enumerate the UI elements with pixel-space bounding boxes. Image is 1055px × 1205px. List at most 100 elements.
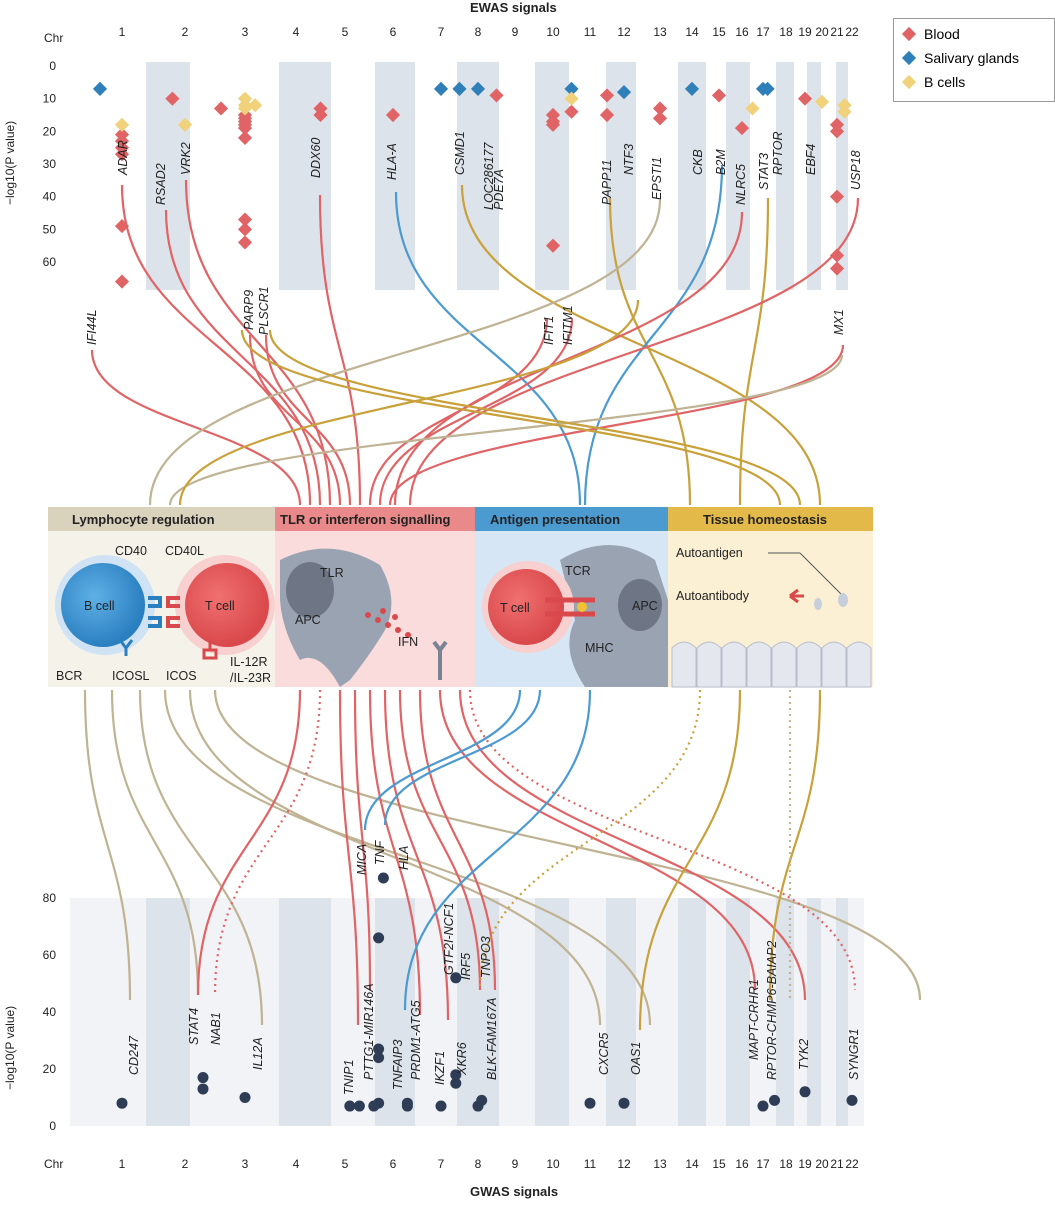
gwas-gene-TNFAIP3: TNFAIP3 bbox=[391, 1039, 405, 1090]
ewas-chr-tick-6: 6 bbox=[390, 25, 397, 39]
ewas-gene-RSAD2: RSAD2 bbox=[154, 163, 168, 205]
mhc-label: MHC bbox=[585, 641, 613, 655]
villus-6 bbox=[821, 641, 847, 688]
apc-nucleus bbox=[286, 562, 334, 618]
ewas-point-salivary-glands-1 bbox=[433, 81, 449, 96]
curve-top-8 bbox=[460, 184, 822, 506]
curve-bottom-12 bbox=[398, 689, 482, 991]
gwas-point-0 bbox=[116, 1097, 128, 1109]
gwas-gene-HLA: HLA bbox=[397, 846, 411, 870]
autoantigen-shape bbox=[838, 593, 848, 607]
ewas-chr-tick-9: 9 bbox=[512, 25, 519, 39]
gwas-gene-IRF5: IRF5 bbox=[459, 953, 473, 980]
gwas-band-chr14 bbox=[678, 898, 706, 1126]
ewas-gene-PAPP11: PAPP11 bbox=[600, 160, 614, 205]
gwas-point-14 bbox=[435, 1100, 447, 1112]
ewas-point-blood-16 bbox=[237, 235, 253, 250]
ewas-point-blood-23 bbox=[545, 117, 561, 132]
ewas-ytick-0: 0 bbox=[49, 59, 56, 73]
icos-label: ICOS bbox=[166, 669, 197, 683]
gwas-gene-TYK2: TYK2 bbox=[797, 1039, 811, 1070]
gwas-gene-GTF2I-NCF1: GTF2I-NCF1 bbox=[442, 903, 456, 975]
lymph-header-label: Lymphocyte regulation bbox=[72, 512, 215, 527]
tlr-label: TLR bbox=[320, 566, 344, 580]
chr-label-top: Chr bbox=[44, 31, 63, 45]
ylabel-bottom: −log10(P value) bbox=[3, 1006, 17, 1090]
ewas-chr-tick-19: 19 bbox=[798, 25, 812, 39]
gwas-point-9 bbox=[373, 1043, 385, 1055]
gwas-point-19 bbox=[476, 1094, 488, 1106]
ewas-ytick-20: 20 bbox=[43, 124, 57, 138]
gwas-band-chr12 bbox=[606, 898, 636, 1126]
curve-top-13 bbox=[583, 164, 724, 506]
gwas-chr-tick-14: 14 bbox=[685, 1157, 699, 1171]
t-cell bbox=[185, 563, 269, 647]
gwas-gene-BLK-FAM167A: BLK-FAM167A bbox=[485, 998, 499, 1080]
villus-7 bbox=[846, 641, 872, 688]
tissue-header-label: Tissue homeostasis bbox=[703, 512, 827, 527]
ewas-gene-NTF3: NTF3 bbox=[622, 144, 636, 175]
cd40-receptor bbox=[148, 596, 162, 628]
curve-bottom-13 bbox=[418, 689, 497, 991]
curve-top-16 bbox=[388, 344, 845, 506]
ewas-chr-tick-20: 20 bbox=[815, 25, 829, 39]
ewas-point-blood-14 bbox=[237, 212, 253, 227]
ewas-chr-tick-16: 16 bbox=[735, 25, 749, 39]
curve-bottom-22 bbox=[768, 689, 822, 1001]
gwas-point-2 bbox=[197, 1083, 209, 1095]
legend-salivary-icon bbox=[901, 50, 917, 66]
ewas-band-chr10 bbox=[535, 62, 569, 290]
ewas-point-salivary-glands-3 bbox=[470, 81, 486, 96]
ewas-point-blood-31 bbox=[734, 120, 750, 136]
epithelium bbox=[671, 641, 872, 688]
t-cell2-label: T cell bbox=[500, 601, 530, 615]
curve-top-5 bbox=[264, 334, 352, 506]
gwas-ytick-20: 20 bbox=[43, 1062, 57, 1076]
apc-label: APC bbox=[295, 613, 321, 627]
bcr-receptor bbox=[118, 639, 134, 656]
ewas-gene-B2M: B2M bbox=[714, 149, 728, 175]
antigen-peptide bbox=[577, 602, 587, 612]
gwas-ytick-60: 60 bbox=[43, 948, 57, 962]
gwas-chr-tick-6: 6 bbox=[390, 1157, 397, 1171]
cd40-label: CD40 bbox=[115, 544, 147, 558]
cd40l-receptor bbox=[166, 596, 180, 628]
gwas-marks bbox=[116, 872, 858, 1112]
gwas-chr-tick-22: 22 bbox=[845, 1157, 859, 1171]
curve-bottom-15 bbox=[458, 689, 807, 1001]
icosl-label: ICOSL bbox=[112, 669, 150, 683]
ewas-point-b-cells-6 bbox=[564, 91, 579, 106]
ewas-point-b-cells-8 bbox=[814, 94, 830, 110]
ewas-gene-IFITM1: IFITM1 bbox=[561, 305, 575, 345]
ewas-band-chr6 bbox=[375, 62, 415, 290]
b-cell bbox=[61, 563, 145, 647]
curve-bottom-18 bbox=[383, 689, 542, 826]
ewas-gene-STAT3: STAT3 bbox=[757, 153, 771, 190]
gwas-chr-tick-4: 4 bbox=[293, 1157, 300, 1171]
ewas-point-b-cells-7 bbox=[745, 101, 760, 116]
gwas-point-1 bbox=[197, 1072, 209, 1084]
tlr-header-label: TLR or interferon signalling bbox=[280, 512, 451, 527]
gwas-gene-CD247: CD247 bbox=[127, 1035, 141, 1075]
curve-bottom-19 bbox=[403, 689, 592, 1011]
ewas-ytick-10: 10 bbox=[43, 92, 57, 106]
ifn-dots bbox=[365, 608, 411, 638]
curve-top-12 bbox=[148, 199, 662, 506]
gwas-chr-tick-21: 21 bbox=[830, 1157, 844, 1171]
gwas-point-10 bbox=[373, 932, 385, 944]
ewas-gene-PDE7A: PDE7A bbox=[492, 169, 506, 210]
gwas-band-chr20 bbox=[807, 898, 821, 1126]
gwas-gene-SYNGR1: SYNGR1 bbox=[847, 1029, 861, 1080]
ewas-chr-tick-8: 8 bbox=[475, 25, 482, 39]
ewas-chr-tick-17: 17 bbox=[756, 25, 770, 39]
ewas-chr-tick-18: 18 bbox=[779, 25, 793, 39]
ewas-gene-NLRC5: NLRC5 bbox=[734, 164, 748, 205]
gwas-ytick-80: 80 bbox=[43, 891, 57, 905]
ewas-chr-tick-15: 15 bbox=[712, 25, 726, 39]
curve-top-4 bbox=[248, 334, 342, 506]
ewas-ytick-60: 60 bbox=[43, 255, 57, 269]
legend-blood-icon bbox=[901, 26, 917, 42]
ewas-chr-tick-12: 12 bbox=[617, 25, 631, 39]
curve-top-20 bbox=[268, 329, 802, 506]
